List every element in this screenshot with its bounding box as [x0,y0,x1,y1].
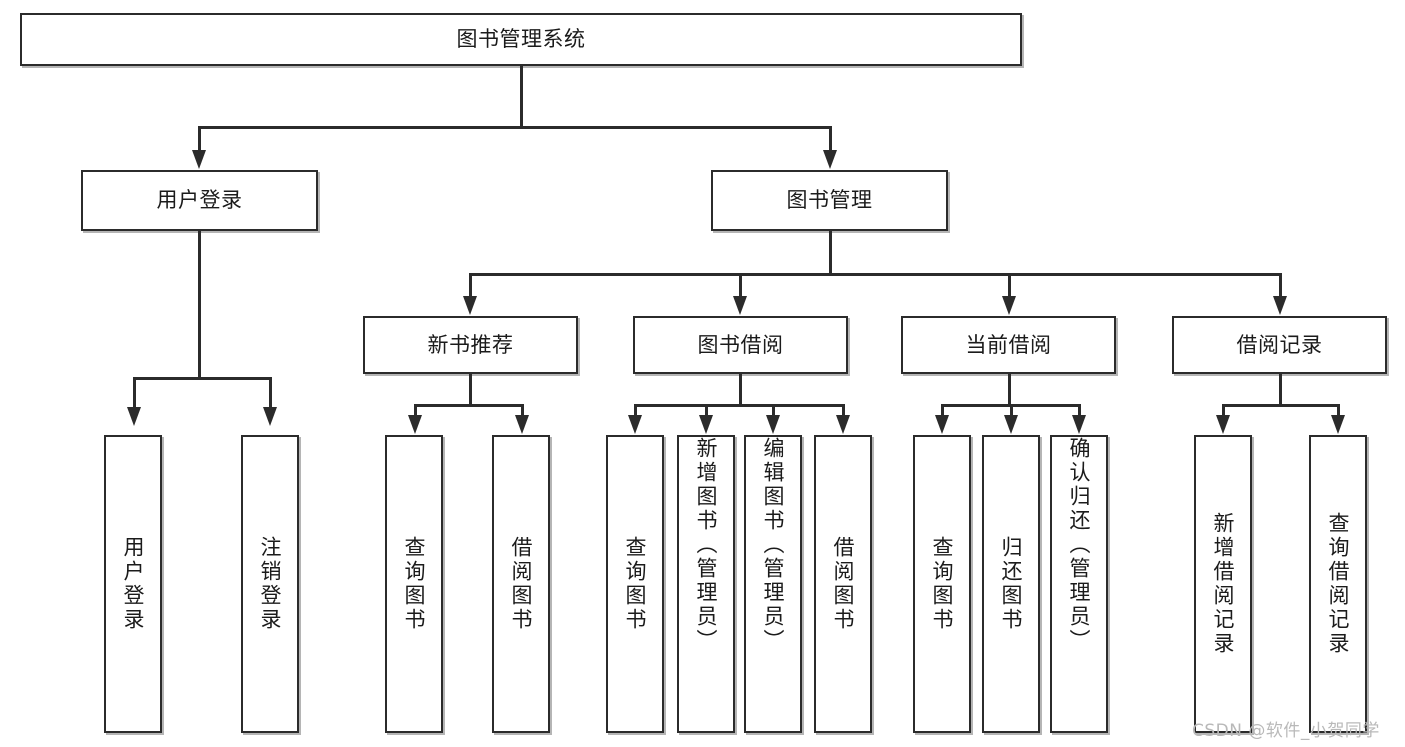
connector-book-management-stem [829,231,832,275]
connector-bb-drop-4 [842,404,845,418]
connector-bb-stem [739,374,742,406]
arrow-to-borrow-record [1273,296,1287,315]
arrow-bb-leaf-4 [836,415,850,434]
node-label: 查询图书 [402,536,427,632]
connector-bb-drop-1 [634,404,637,418]
arrow-cb-leaf-1 [935,415,949,434]
leaf-confirm-return-admin[interactable]: 确认归还（管理员） [1050,435,1108,733]
connector-user-login-stem [198,231,201,379]
node-label: 新增图书（管理员） [694,437,719,653]
node-label: 借阅记录 [1236,332,1323,357]
connector-bm-drop-3 [1008,273,1011,299]
arrow-nbr-leaf-1 [408,415,422,434]
node-label: 图书管理系统 [456,27,586,52]
connector-nbr-drop-2 [521,404,524,418]
connector-root-to-user-login [198,126,201,154]
connector-root-stem [520,66,523,128]
leaf-query-book-cb[interactable]: 查询图书 [913,435,971,733]
connector-user-login-bus [133,377,271,380]
connector-book-management-bus [469,273,1281,276]
node-borrow-record[interactable]: 借阅记录 [1172,316,1387,374]
node-book-management-system[interactable]: 图书管理系统 [20,13,1022,66]
leaf-query-book-bb[interactable]: 查询图书 [606,435,664,733]
node-label: 用户登录 [121,536,146,632]
arrow-nbr-leaf-2 [515,415,529,434]
arrow-bb-leaf-1 [628,415,642,434]
node-label: 查询图书 [623,536,648,632]
connector-br-stem [1279,374,1282,406]
connector-nbr-bus [414,404,524,407]
connector-cb-drop-2 [1010,404,1013,418]
arrow-to-new-book-recommend [463,296,477,315]
node-user-login[interactable]: 用户登录 [81,170,318,231]
connector-br-drop-1 [1222,404,1225,418]
arrow-to-leaf-user-login [127,407,141,426]
leaf-user-login[interactable]: 用户登录 [104,435,162,733]
leaf-return-book[interactable]: 归还图书 [982,435,1040,733]
node-label: 注销登录 [258,536,283,632]
leaf-add-borrow-record[interactable]: 新增借阅记录 [1194,435,1252,733]
connector-user-login-drop-2 [269,377,272,411]
csdn-watermark: CSDN @软件_小贺同学 [1192,721,1380,741]
node-label: 归还图书 [999,536,1024,632]
leaf-logout[interactable]: 注销登录 [241,435,299,733]
node-label: 编辑图书（管理员） [761,437,786,653]
connector-user-login-drop-1 [133,377,136,411]
connector-bb-drop-2 [705,404,708,418]
arrow-bb-leaf-2 [699,415,713,434]
arrow-cb-leaf-3 [1072,415,1086,434]
node-label: 图书管理 [786,188,873,213]
connector-nbr-stem [469,374,472,406]
arrow-bb-leaf-3 [766,415,780,434]
arrow-to-user-login [192,150,206,169]
arrow-to-current-borrow [1002,296,1016,315]
node-book-borrow[interactable]: 图书借阅 [633,316,848,374]
leaf-borrow-book-nbr[interactable]: 借阅图书 [492,435,550,733]
connector-nbr-drop-1 [414,404,417,418]
node-label: 用户登录 [156,188,243,213]
connector-cb-drop-1 [941,404,944,418]
arrow-br-leaf-2 [1331,415,1345,434]
leaf-query-borrow-record[interactable]: 查询借阅记录 [1309,435,1367,733]
node-label: 当前借阅 [965,332,1052,357]
connector-bb-drop-3 [772,404,775,418]
node-book-management[interactable]: 图书管理 [711,170,948,231]
node-current-borrow[interactable]: 当前借阅 [901,316,1116,374]
node-label: 借阅图书 [509,536,534,632]
node-new-book-recommend[interactable]: 新书推荐 [363,316,578,374]
connector-bm-drop-4 [1279,273,1282,299]
arrow-to-book-management [823,150,837,169]
connector-bm-drop-1 [469,273,472,299]
connector-root-to-book-management [829,126,832,154]
node-label: 新书推荐 [427,332,514,357]
arrow-to-leaf-logout [263,407,277,426]
node-label: 查询借阅记录 [1326,512,1351,656]
leaf-add-book-admin[interactable]: 新增图书（管理员） [677,435,735,733]
leaf-borrow-book-bb[interactable]: 借阅图书 [814,435,872,733]
connector-root-bus [198,126,831,129]
leaf-query-book-nbr[interactable]: 查询图书 [385,435,443,733]
arrow-br-leaf-1 [1216,415,1230,434]
arrow-cb-leaf-2 [1004,415,1018,434]
connector-bb-bus [634,404,845,407]
connector-br-bus [1222,404,1340,407]
connector-br-drop-2 [1337,404,1340,418]
leaf-edit-book-admin[interactable]: 编辑图书（管理员） [744,435,802,733]
node-label: 确认归还（管理员） [1067,437,1092,653]
connector-bm-drop-2 [739,273,742,299]
connector-cb-drop-3 [1078,404,1081,418]
connector-cb-stem [1008,374,1011,406]
arrow-to-book-borrow [733,296,747,315]
node-label: 查询图书 [930,536,955,632]
node-label: 借阅图书 [831,536,856,632]
node-label: 图书借阅 [697,332,784,357]
node-label: 新增借阅记录 [1211,512,1236,656]
